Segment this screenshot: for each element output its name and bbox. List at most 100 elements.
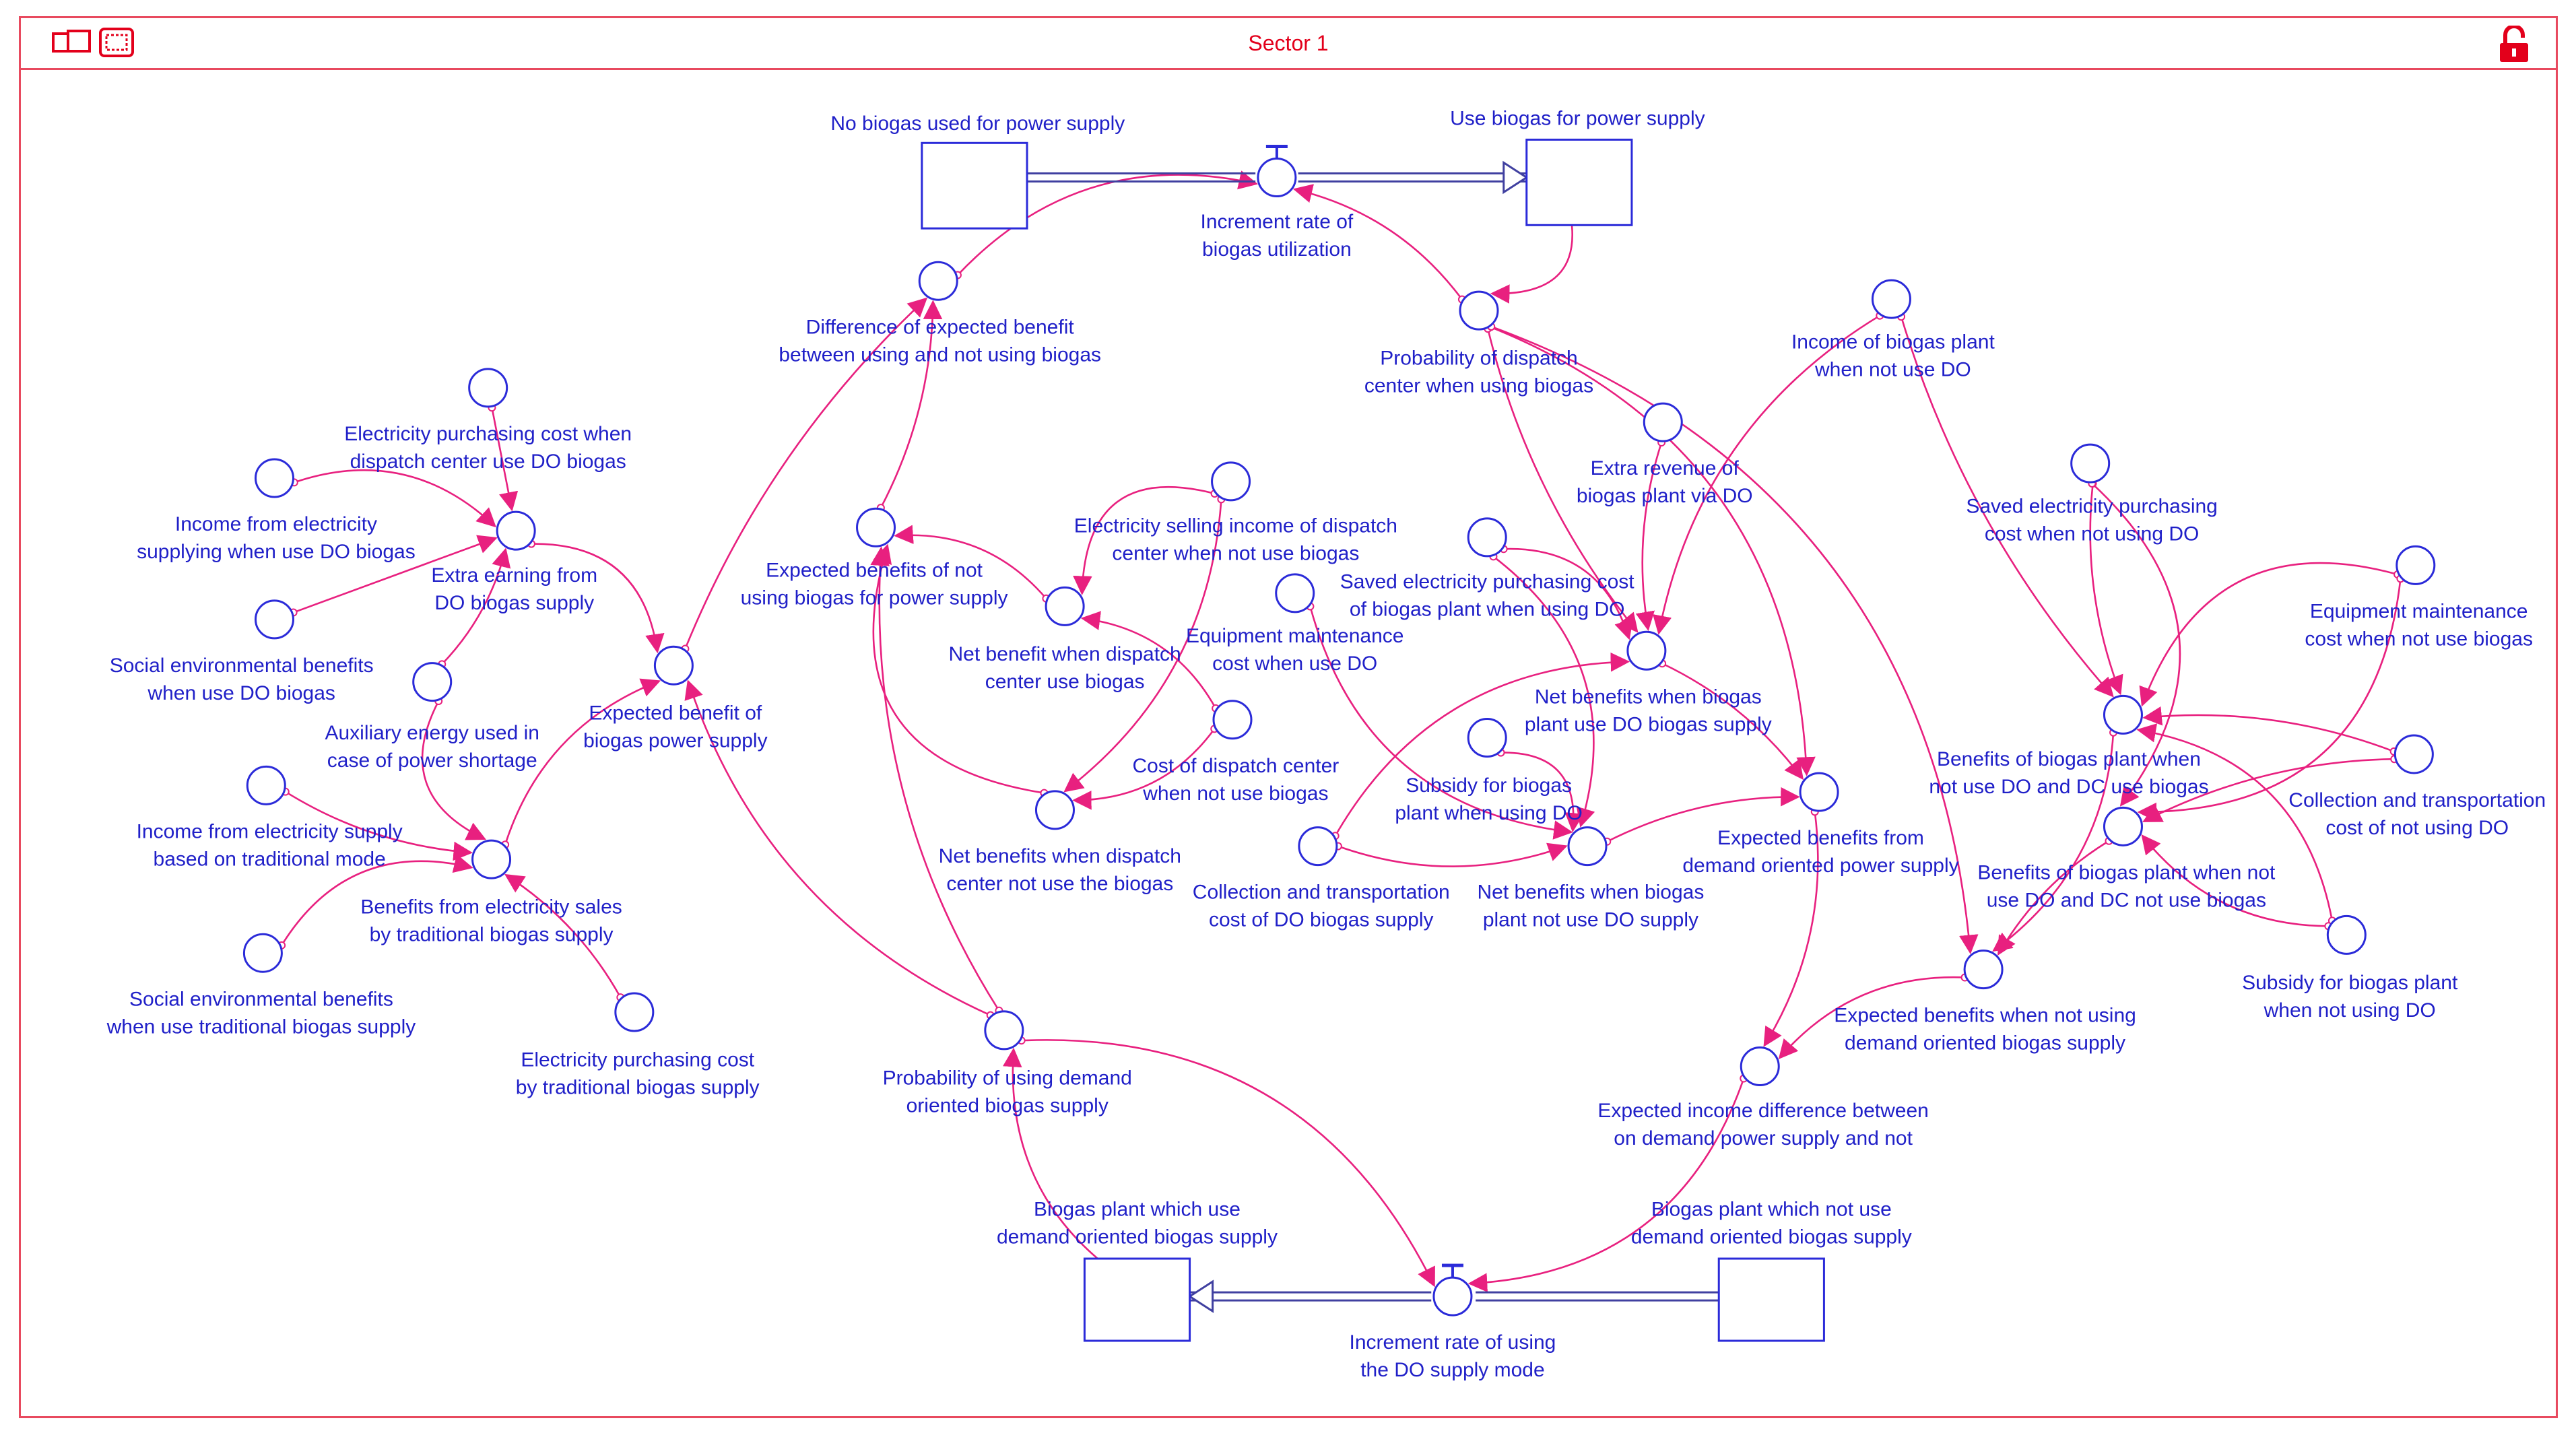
expected-demand-node[interactable] [1799, 772, 1839, 812]
no-biogas-stock[interactable] [921, 141, 1028, 230]
prob-dispatch-node[interactable] [1459, 290, 1499, 331]
increment-do-valve[interactable] [1432, 1276, 1473, 1317]
panels-icon[interactable] [51, 27, 92, 58]
collection-do-node[interactable] [1298, 826, 1338, 867]
elec-purch-cost-do-node[interactable] [468, 368, 508, 408]
link-cost-dispatch-to-net-benefits-dispatch-not [1072, 728, 1216, 810]
not-demand-oriented-stock[interactable] [1717, 1257, 1825, 1342]
link-collection-do-to-net-benefits-plant-not-do [1337, 842, 1568, 867]
causal-links [277, 170, 2405, 1292]
use-biogas-stock[interactable] [1525, 138, 1633, 226]
use-biogas-label: Use biogas for power supply [1450, 107, 1705, 129]
link-elec-selling-dispatch-to-net-benefit-dispatch [1073, 486, 1215, 595]
prob-demand-node[interactable] [984, 1010, 1024, 1051]
link-cost-dispatch-to-net-benefit-dispatch [1080, 611, 1217, 709]
benefits-plant-dc-node[interactable] [2103, 694, 2143, 735]
expected-not-using-node[interactable] [856, 507, 896, 547]
frame-icon[interactable] [98, 27, 135, 58]
income-plant-not-do-node[interactable] [1871, 279, 1911, 319]
link-elec-selling-dispatch-to-net-benefits-dispatch-not [1063, 499, 1222, 793]
saved-elec-not-do-node[interactable] [2070, 443, 2111, 484]
equip-maint-not-node[interactable] [2396, 545, 2436, 585]
net-benefits-dispatch-not-node[interactable] [1034, 790, 1075, 830]
aux-energy-node[interactable] [412, 662, 453, 702]
demand-oriented-stock[interactable] [1083, 1257, 1191, 1342]
equip-maint-do-node[interactable] [1275, 573, 1315, 613]
diagram-frame [19, 16, 2558, 1418]
elec-selling-dispatch-node[interactable] [1211, 461, 1251, 502]
link-expected-benefit-power-to-diff-expected [684, 297, 928, 649]
extra-revenue-node[interactable] [1643, 402, 1683, 442]
link-net-benefit-dispatch-to-expected-not-using [894, 525, 1047, 599]
link-income-difference-to-increment-do [1467, 1078, 1745, 1292]
no-biogas-label: No biogas used for power supply [830, 112, 1125, 135]
social-env-do-node[interactable] [254, 599, 294, 640]
unlock-icon[interactable] [2497, 26, 2531, 63]
income-difference-node[interactable] [1740, 1046, 1780, 1087]
elec-purch-traditional-node[interactable] [614, 992, 655, 1032]
link-expected-not-using-to-diff-expected [880, 300, 943, 508]
link-prob-dispatch-to-increment-biogas [1292, 184, 1463, 300]
link-elec-purch-traditional-to-benefits-traditional [504, 873, 622, 998]
flow-pipe-do-in [1476, 1291, 1719, 1302]
net-benefit-dispatch-node[interactable] [1045, 586, 1085, 626]
link-prob-dispatch-to-expected-not-demand [1490, 325, 1979, 955]
increment-biogas-valve[interactable] [1257, 158, 1297, 198]
flow-pipes [1027, 160, 1719, 1313]
income-elec-do-node[interactable] [254, 458, 294, 498]
link-subsidy-not-do-to-benefits-plant-not-dc [2141, 834, 2329, 927]
saved-elec-do-node[interactable] [1467, 517, 1507, 558]
diff-expected-node[interactable] [918, 261, 958, 301]
income-traditional-node[interactable] [246, 765, 286, 805]
link-equip-maint-not-to-benefits-plant-not-dc [2137, 578, 2402, 822]
link-saved-elec-do-to-net-benefits-plant-not-do [1492, 556, 1595, 828]
benefits-plant-not-dc-node[interactable] [2103, 806, 2143, 846]
extra-earning-node[interactable] [496, 510, 536, 551]
subsidy-not-do-node[interactable] [2326, 914, 2367, 955]
net-benefits-plant-do-node[interactable] [1626, 630, 1667, 671]
link-aux-energy-to-extra-earning [441, 547, 511, 665]
link-collection-not-do-to-benefits-plant-not-dc [2142, 758, 2395, 822]
link-income-traditional-to-benefits-traditional [285, 791, 473, 861]
link-saved-elec-not-do-to-benefits-plant-not-dc [2091, 483, 2181, 807]
link-social-env-do-to-extra-earning [293, 535, 498, 613]
diagram-nodes [242, 138, 2436, 1342]
link-collection-do-to-net-benefits-plant-do [1334, 652, 1630, 836]
link-expected-demand-to-income-difference [1763, 811, 1819, 1047]
net-benefits-plant-not-do-node[interactable] [1567, 826, 1608, 867]
expected-benefit-power-node[interactable] [653, 645, 694, 686]
social-env-traditional-node[interactable] [242, 933, 283, 973]
subsidy-do-node[interactable] [1467, 718, 1507, 758]
expected-not-demand-node[interactable] [1963, 949, 2004, 990]
sector-title: Sector 1 [1248, 31, 1329, 55]
cost-dispatch-node[interactable] [1212, 700, 1253, 740]
benefits-traditional-node[interactable] [471, 839, 512, 879]
link-prob-demand-to-expected-not-using [870, 546, 1000, 1011]
link-expected-not-demand-to-income-difference [1778, 976, 1965, 1059]
collection-not-do-node[interactable] [2393, 734, 2434, 774]
